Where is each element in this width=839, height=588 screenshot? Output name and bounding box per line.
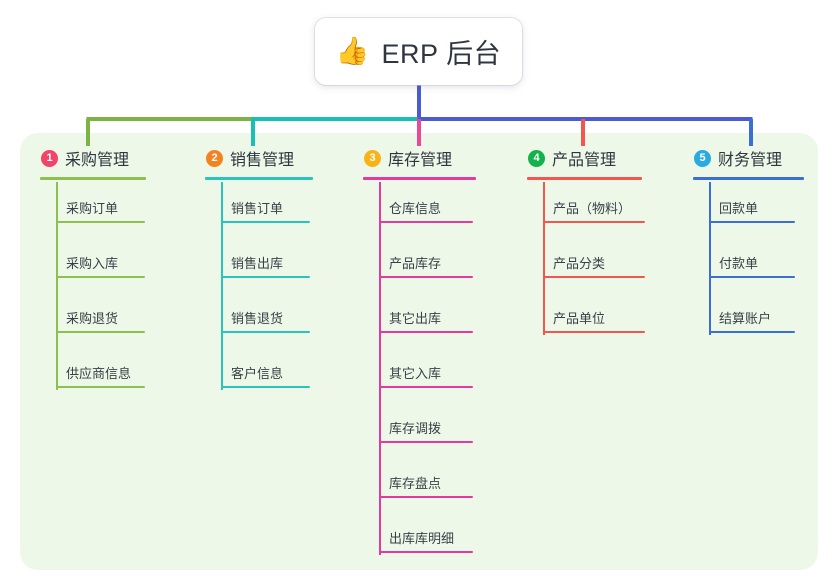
branch-column-1: 1 采购管理采购订单采购入库采购退货供应商信息 [40, 146, 146, 400]
branch-header-2[interactable]: 2 销售管理 [205, 146, 313, 170]
branch-item-list: 仓库信息产品库存其它出库其它入库库存调拨库存盘点出库库明细 [363, 180, 476, 565]
branch-item-underline [222, 331, 310, 333]
branch-item[interactable]: 产品（物料） [544, 198, 645, 223]
branch-item-underline [380, 221, 473, 223]
branch-item[interactable]: 产品分类 [544, 253, 645, 278]
root-node-card[interactable]: 👍 ERP 后台 [315, 18, 522, 85]
branch-item[interactable]: 库存调拨 [380, 418, 473, 443]
branch-item-underline [380, 496, 473, 498]
branch-item-list: 销售订单销售出库销售退货客户信息 [205, 180, 313, 400]
branch-item[interactable]: 产品库存 [380, 253, 473, 278]
branch-item[interactable]: 采购订单 [57, 198, 145, 223]
branch-item[interactable]: 采购退货 [57, 308, 145, 333]
branch-item-label: 产品分类 [553, 256, 606, 271]
branch-item[interactable]: 出库库明细 [380, 528, 473, 553]
branch-header-3[interactable]: 3 库存管理 [363, 146, 476, 170]
branch-column-5: 5 财务管理回款单付款单结算账户 [693, 146, 804, 345]
branch-header-4[interactable]: 4 产品管理 [527, 146, 642, 170]
branch-header-1[interactable]: 1 采购管理 [40, 146, 146, 170]
branch-underline [527, 177, 642, 180]
branch-item-label: 结算账户 [719, 311, 772, 326]
branch-title: 库存管理 [388, 152, 453, 169]
branch-item[interactable]: 其它出库 [380, 308, 473, 333]
branch-item-underline [380, 331, 473, 333]
branch-item-label: 产品（物料） [553, 201, 632, 216]
branch-item-underline [57, 221, 145, 223]
branch-item-underline [222, 221, 310, 223]
branch-number-badge: 4 [528, 149, 545, 167]
branch-column-3: 3 库存管理仓库信息产品库存其它出库其它入库库存调拨库存盘点出库库明细 [363, 146, 476, 565]
branch-item-label: 销售出库 [231, 256, 284, 271]
branch-item-underline [710, 276, 795, 278]
branch-item-label: 供应商信息 [66, 366, 132, 381]
branch-item[interactable]: 结算账户 [710, 308, 795, 333]
branch-item-label: 其它出库 [389, 311, 442, 326]
branch-title: 采购管理 [65, 152, 130, 169]
branch-item[interactable]: 产品单位 [544, 308, 645, 333]
branch-item-underline [222, 276, 310, 278]
branch-item-label: 库存盘点 [389, 476, 442, 491]
branch-item-label: 采购入库 [66, 256, 119, 271]
branch-number-badge: 5 [694, 149, 711, 167]
branch-item[interactable]: 回款单 [710, 198, 795, 223]
branch-item[interactable]: 库存盘点 [380, 473, 473, 498]
branch-item-label: 销售订单 [231, 201, 284, 216]
branch-item[interactable]: 供应商信息 [57, 363, 145, 388]
branch-item-list: 产品（物料） 产品分类产品单位 [527, 180, 645, 345]
branch-item-underline [380, 441, 473, 443]
thumbs-up-icon: 👍 [335, 36, 370, 66]
branch-header-5[interactable]: 5 财务管理 [693, 146, 804, 170]
branch-item-list: 回款单付款单结算账户 [693, 180, 804, 345]
branch-title: 销售管理 [230, 152, 295, 169]
branch-item[interactable]: 付款单 [710, 253, 795, 278]
branch-item-label: 产品单位 [553, 311, 606, 326]
branch-item-underline [710, 331, 795, 333]
branch-item-label: 仓库信息 [389, 201, 442, 216]
branch-item-label: 库存调拨 [389, 421, 442, 436]
branch-title: 产品管理 [552, 152, 617, 169]
branch-item[interactable]: 销售出库 [222, 253, 310, 278]
branch-item-label: 采购订单 [66, 201, 119, 216]
branch-item[interactable]: 采购入库 [57, 253, 145, 278]
branch-item[interactable]: 其它入库 [380, 363, 473, 388]
branch-item-underline [710, 221, 795, 223]
branch-item-underline [380, 276, 473, 278]
branch-title: 财务管理 [718, 152, 783, 169]
branch-item-underline [544, 331, 645, 333]
branch-item-underline [380, 386, 473, 388]
branch-item-label: 付款单 [719, 256, 759, 271]
branch-item-label: 其它入库 [389, 366, 442, 381]
branch-item-label: 客户信息 [231, 366, 284, 381]
branch-item-underline [57, 276, 145, 278]
branch-number-badge: 2 [206, 149, 223, 167]
branch-item-label: 回款单 [719, 201, 759, 216]
branch-underline [363, 177, 476, 180]
branch-item-underline [222, 386, 310, 388]
branch-item-underline [380, 551, 473, 553]
branch-item[interactable]: 销售订单 [222, 198, 310, 223]
branch-item-list: 采购订单采购入库采购退货供应商信息 [40, 180, 146, 400]
branch-item[interactable]: 客户信息 [222, 363, 310, 388]
root-node-title: ERP 后台 [381, 39, 502, 69]
branch-column-4: 4 产品管理产品（物料） 产品分类产品单位 [527, 146, 645, 345]
branch-underline [205, 177, 313, 180]
branch-number-badge: 3 [364, 149, 381, 167]
branch-item-label: 销售退货 [231, 311, 284, 326]
branch-item-label: 产品库存 [389, 256, 442, 271]
branch-underline [40, 177, 146, 180]
branch-item[interactable]: 销售退货 [222, 308, 310, 333]
branch-item-underline [544, 221, 645, 223]
branch-underline [693, 177, 804, 180]
branch-number-badge: 1 [41, 149, 58, 167]
branch-item[interactable]: 仓库信息 [380, 198, 473, 223]
branch-item-underline [57, 386, 145, 388]
branch-column-2: 2 销售管理销售订单销售出库销售退货客户信息 [205, 146, 313, 400]
branch-item-underline [544, 276, 645, 278]
branch-item-label: 出库库明细 [389, 531, 455, 546]
branch-item-underline [57, 331, 145, 333]
branch-item-label: 采购退货 [66, 311, 119, 326]
